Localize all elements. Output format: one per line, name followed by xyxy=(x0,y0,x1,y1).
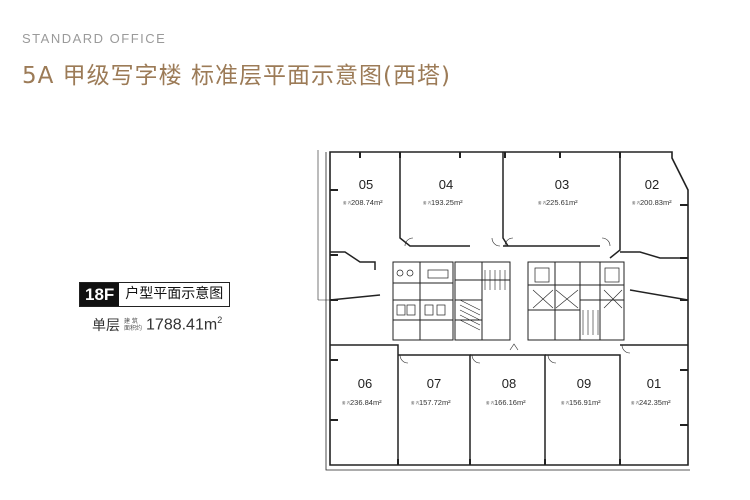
unit-areas: 套 内 208.74m² 套 内 193.25m² 套 内 225.61m² 套… xyxy=(342,198,672,407)
floor-area-sub-bottom: 面积约 xyxy=(124,325,143,332)
unit-number: 07 xyxy=(427,376,441,391)
eyebrow-text: STANDARD OFFICE xyxy=(22,31,167,46)
unit-area: 225.61m² xyxy=(546,198,578,207)
floor-area: 单层 建 筑 面积约 1788.41m2 xyxy=(92,315,222,335)
building-core xyxy=(392,261,625,341)
stair-hatch xyxy=(459,270,623,335)
floor-area-number: 1788.41m xyxy=(146,316,218,334)
unit-area: 156.91m² xyxy=(569,398,601,407)
unit-area: 208.74m² xyxy=(351,198,383,207)
unit-area: 157.72m² xyxy=(419,398,451,407)
unit-area: 166.16m² xyxy=(494,398,526,407)
page-title: 5A 甲级写字楼 标准层平面示意图(西塔) xyxy=(22,63,451,89)
door-swings xyxy=(399,237,631,364)
unit-area-tag: 套 内 xyxy=(411,400,420,405)
unit-area-tag: 套 内 xyxy=(343,200,352,205)
floor-area-sub-top: 建 筑 xyxy=(124,318,138,325)
unit-number: 01 xyxy=(647,376,661,391)
floor-area-label: 单层 xyxy=(92,318,120,334)
unit-area-tag: 套 内 xyxy=(423,200,432,205)
unit-area-tag: 套 内 xyxy=(538,200,547,205)
unit-area-tag: 套 内 xyxy=(342,400,351,405)
floor-area-sublabel: 建 筑 面积约 xyxy=(124,318,142,332)
unit-area: 200.83m² xyxy=(640,198,672,207)
floor-area-unit: 2 xyxy=(217,315,223,326)
floor-badge: 18F 户型平面示意图 xyxy=(79,282,231,307)
south-unit-walls xyxy=(329,289,689,465)
unit-number: 09 xyxy=(577,376,591,391)
unit-number: 03 xyxy=(555,177,569,192)
restroom-fixtures xyxy=(396,267,620,316)
unit-number: 04 xyxy=(439,177,453,192)
column-ticks xyxy=(330,152,688,465)
floor-number: 18F xyxy=(80,283,120,306)
floor-area-value: 1788.41m2 xyxy=(146,315,222,334)
unit-numbers: 05 04 03 02 06 07 08 09 01 xyxy=(358,177,661,391)
unit-number: 08 xyxy=(502,376,516,391)
unit-area-tag: 套 内 xyxy=(631,400,640,405)
building-outline xyxy=(317,150,690,471)
unit-number: 06 xyxy=(358,376,372,391)
floor-badge-label: 户型平面示意图 xyxy=(119,283,230,306)
north-unit-walls xyxy=(330,152,688,270)
unit-area-tag: 套 内 xyxy=(561,400,570,405)
unit-area-tag: 套 内 xyxy=(486,400,495,405)
unit-number: 02 xyxy=(645,177,659,192)
unit-area: 193.25m² xyxy=(431,198,463,207)
unit-number: 05 xyxy=(359,177,373,192)
unit-area-tag: 套 内 xyxy=(632,200,641,205)
unit-area: 236.84m² xyxy=(350,398,382,407)
unit-area: 242.35m² xyxy=(639,398,671,407)
